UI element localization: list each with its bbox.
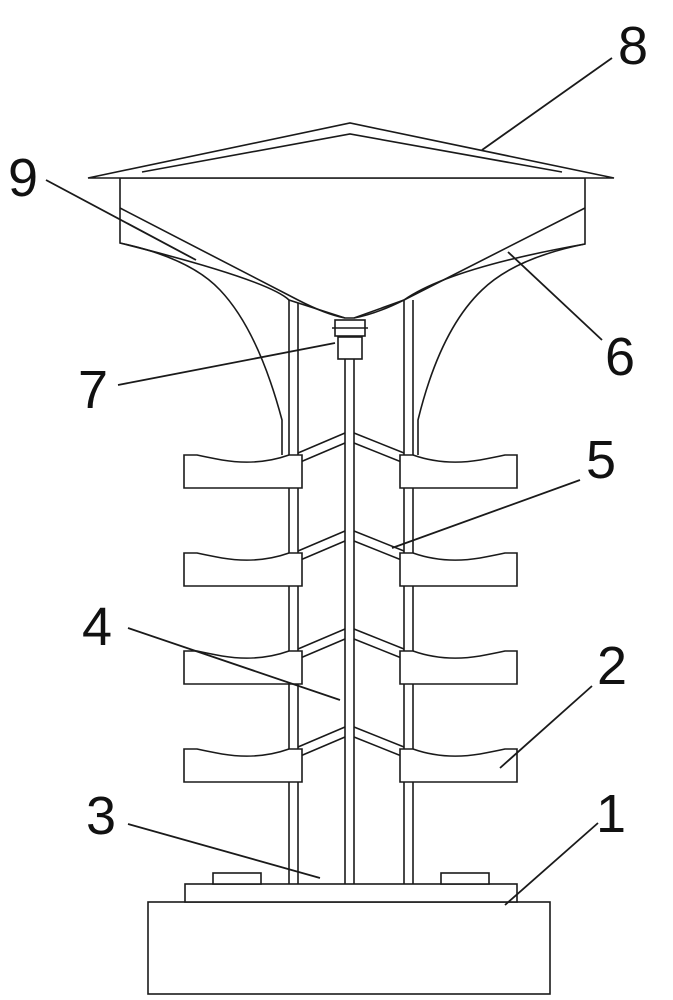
- support-arm-left: [119, 242, 283, 455]
- label-8: 8: [618, 16, 648, 76]
- label-3: 3: [86, 786, 116, 846]
- label-1: 1: [596, 784, 626, 844]
- label-4: 4: [82, 597, 112, 657]
- base-foot-right: [440, 872, 490, 885]
- base-plate: [184, 883, 518, 903]
- label-7: 7: [78, 360, 108, 420]
- branch-pair-2: [297, 530, 405, 562]
- base: [147, 872, 551, 995]
- leader-6: [507, 251, 603, 341]
- leader-5: [391, 479, 581, 549]
- funnel-right-slope: [353, 207, 586, 319]
- funnel-body: [119, 177, 586, 319]
- tray-right-2: [399, 552, 518, 587]
- tray-left-2: [183, 552, 303, 587]
- roof-inner-line: [141, 133, 563, 173]
- leader-2: [499, 685, 593, 769]
- tray-right-1: [399, 454, 518, 489]
- base-foot-left: [212, 872, 262, 885]
- leader-4: [127, 627, 341, 701]
- support-arm-right: [417, 243, 586, 455]
- branch-pipes: [297, 432, 405, 758]
- branch-pair-4: [297, 726, 405, 758]
- tray-right-3: [399, 650, 518, 685]
- leader-7: [117, 342, 336, 386]
- valve: [332, 319, 368, 360]
- funnel: [119, 177, 586, 455]
- tray-left-4: [183, 748, 303, 783]
- label-2: 2: [597, 636, 627, 696]
- trays: [183, 454, 518, 783]
- leader-1: [504, 822, 599, 906]
- roof: [87, 122, 615, 179]
- leader-3: [127, 823, 321, 879]
- posts: [288, 300, 414, 884]
- central-pipe: [344, 358, 355, 884]
- leader-lines: [45, 57, 613, 906]
- branch-pair-3: [297, 628, 405, 660]
- leader-8: [481, 57, 613, 151]
- labels: 1 2 3 4 5 6 7 8 9: [8, 16, 648, 846]
- label-9: 9: [8, 148, 38, 208]
- valve-body: [337, 336, 363, 360]
- branch-pair-1: [297, 432, 405, 464]
- leader-9: [45, 179, 197, 261]
- funnel-left-slope: [119, 207, 346, 319]
- tray-left-1: [183, 454, 303, 489]
- label-5: 5: [586, 430, 616, 490]
- base-block: [147, 901, 551, 995]
- label-6: 6: [605, 327, 635, 387]
- roof-cover: [87, 122, 615, 179]
- tray-right-4: [399, 748, 518, 783]
